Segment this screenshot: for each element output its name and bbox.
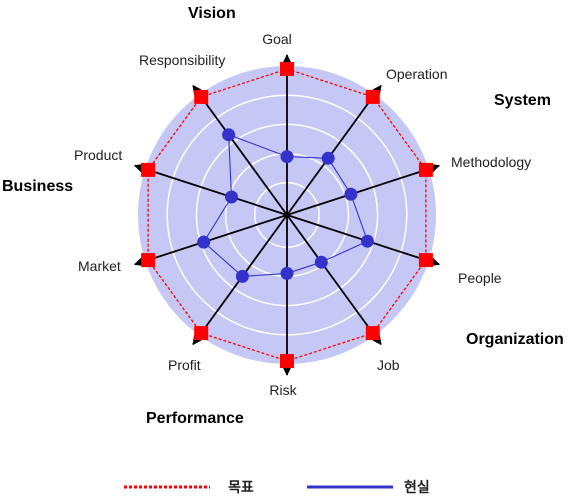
target-point-profit <box>194 326 209 341</box>
axis-label-methodology: Methodology <box>451 154 531 170</box>
actual-point-risk <box>280 266 294 280</box>
actual-point-people <box>361 234 374 248</box>
group-label-system: System <box>494 92 551 109</box>
radar-axis-methodology <box>286 163 441 216</box>
target-point-job <box>365 326 380 341</box>
radar-axis-responsibility <box>192 84 288 216</box>
actual-point-operation <box>321 151 335 165</box>
actual-point-job <box>314 255 328 269</box>
group-label-performance: Performance <box>146 410 244 427</box>
group-label-business: Business <box>2 178 73 195</box>
axis-label-profit: Profit <box>168 357 201 373</box>
axis-label-job: Job <box>377 357 400 373</box>
target-point-product <box>141 162 156 177</box>
target-point-goal <box>280 62 294 76</box>
actual-series <box>197 128 374 283</box>
axis-label-product: Product <box>74 147 122 163</box>
radar-axis-job <box>286 214 382 346</box>
group-label-organization: Organization <box>466 331 564 348</box>
target-point-people <box>418 253 433 268</box>
axis-label-operation: Operation <box>386 66 447 82</box>
axis-label-goal: Goal <box>262 31 292 47</box>
axis-label-risk: Risk <box>269 382 297 398</box>
legend-target-label: 목표 <box>228 480 254 496</box>
target-point-operation <box>365 89 380 104</box>
target-point-methodology <box>418 162 433 177</box>
legend: 목표 현실 <box>124 480 430 496</box>
radar-axis-market <box>133 214 288 267</box>
axis-label-people: People <box>458 270 502 286</box>
group-label-vision: Vision <box>188 5 236 22</box>
axis-label-responsibility: Responsibility <box>139 52 225 68</box>
target-point-responsibility <box>194 89 209 104</box>
actual-point-responsibility <box>222 128 236 142</box>
radar-axis-operation <box>286 84 382 216</box>
legend-actual-label: 현실 <box>404 480 430 496</box>
axis-label-market: Market <box>78 258 121 274</box>
actual-point-market <box>197 235 211 249</box>
target-point-market <box>141 253 156 268</box>
radar-axis-product <box>133 163 288 216</box>
target-series <box>141 62 433 368</box>
actual-point-methodology <box>344 187 358 201</box>
actual-point-product <box>225 190 238 204</box>
actual-point-goal <box>280 150 294 164</box>
target-point-risk <box>280 354 294 368</box>
actual-point-profit <box>235 269 249 283</box>
